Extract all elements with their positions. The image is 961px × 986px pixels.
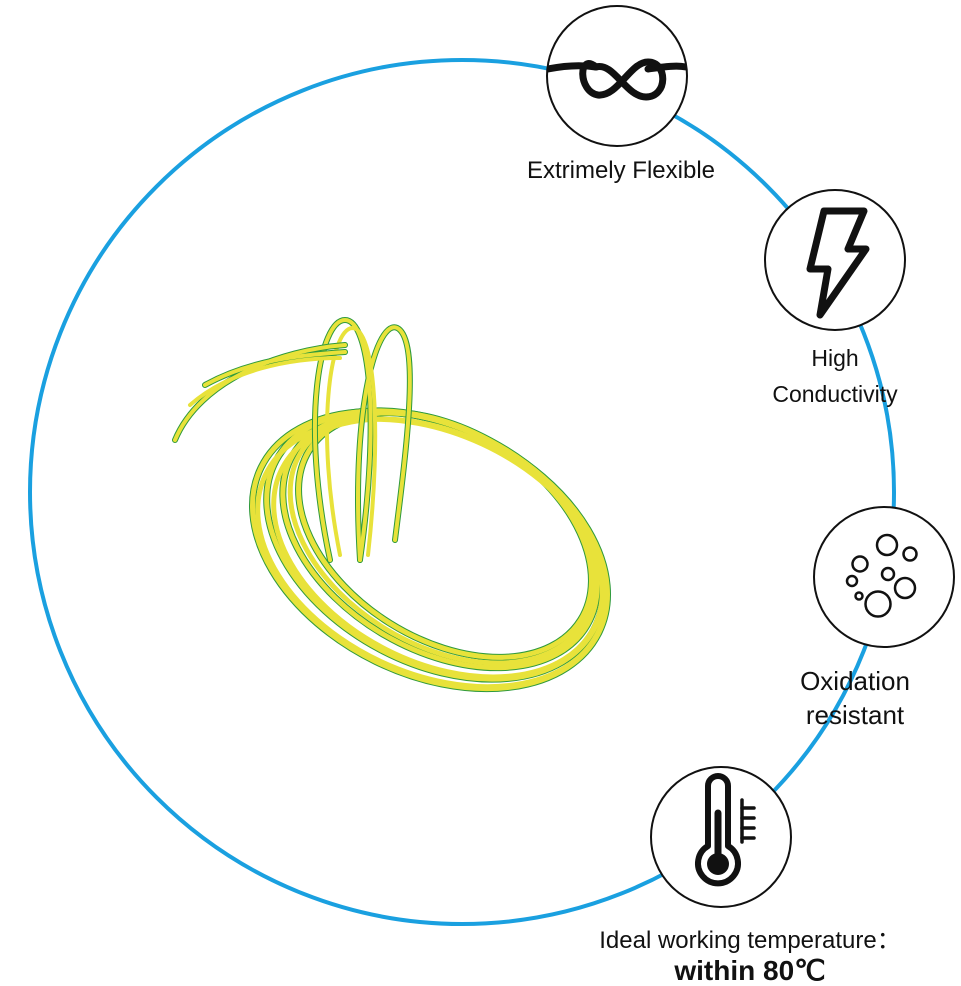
- feature-label-line: resistant: [805, 700, 905, 730]
- feature-label-conductivity: High Conductivity: [740, 340, 930, 412]
- knot-icon: [548, 58, 686, 101]
- feature-label-line: Extrimely Flexible: [526, 157, 716, 184]
- thermometer-icon: [695, 773, 756, 887]
- oxidation-icon-badge: [813, 506, 955, 648]
- feature-label-line: within 80℃: [674, 955, 826, 986]
- feature-label-temperature: Ideal working temperature： within 80℃: [572, 926, 928, 986]
- bubbles-icon: [845, 533, 918, 618]
- feature-label-line: Ideal working temperature：: [599, 927, 901, 954]
- feature-label-line: Conductivity: [772, 381, 898, 407]
- flexible-icon-badge: [546, 5, 688, 147]
- temperature-icon-badge: [650, 766, 792, 908]
- feature-label-flexible: Extrimely Flexible: [508, 156, 734, 186]
- feature-label-line: Oxidation: [800, 666, 910, 696]
- feature-label-line: High: [811, 345, 859, 371]
- lightning-bolt-icon: [806, 207, 870, 319]
- feature-label-oxidation: Oxidation resistant: [770, 664, 940, 732]
- conductivity-icon-badge: [764, 189, 906, 331]
